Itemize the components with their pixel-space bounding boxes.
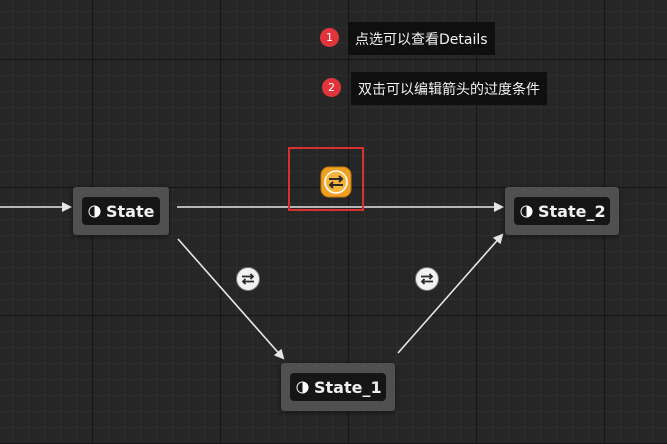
transition-arrows-icon[interactable] (235, 266, 261, 292)
callout-badge-2: 2 (322, 78, 341, 97)
state-1-node-label: State_1 (314, 377, 382, 397)
state-half-circle-icon (296, 380, 309, 394)
state-1-node-body: State_1 (290, 373, 386, 401)
state-1-node[interactable]: State_1 (281, 363, 395, 411)
state-half-circle-icon (520, 204, 533, 218)
state-half-circle-icon (88, 204, 101, 218)
state-node[interactable]: State (73, 187, 169, 235)
state-node-body: State (82, 197, 160, 225)
highlight-box (288, 147, 364, 211)
transition-arrows-icon[interactable] (414, 266, 440, 292)
state-2-node[interactable]: State_2 (505, 187, 619, 235)
state-2-node-label: State_2 (538, 201, 606, 221)
callout-text-1: 点选可以查看Details (348, 22, 495, 55)
callout-badge-1: 1 (320, 28, 339, 47)
wire-state-to-state-1[interactable] (177, 238, 285, 360)
state-2-node-body: State_2 (514, 197, 610, 225)
state-node-label: State (106, 201, 155, 221)
wire-state-1-to-state-2[interactable] (397, 233, 504, 354)
transition-arrows-icon-selected[interactable] (320, 166, 352, 198)
callout-text-2: 双击可以编辑箭头的过度条件 (351, 72, 547, 105)
